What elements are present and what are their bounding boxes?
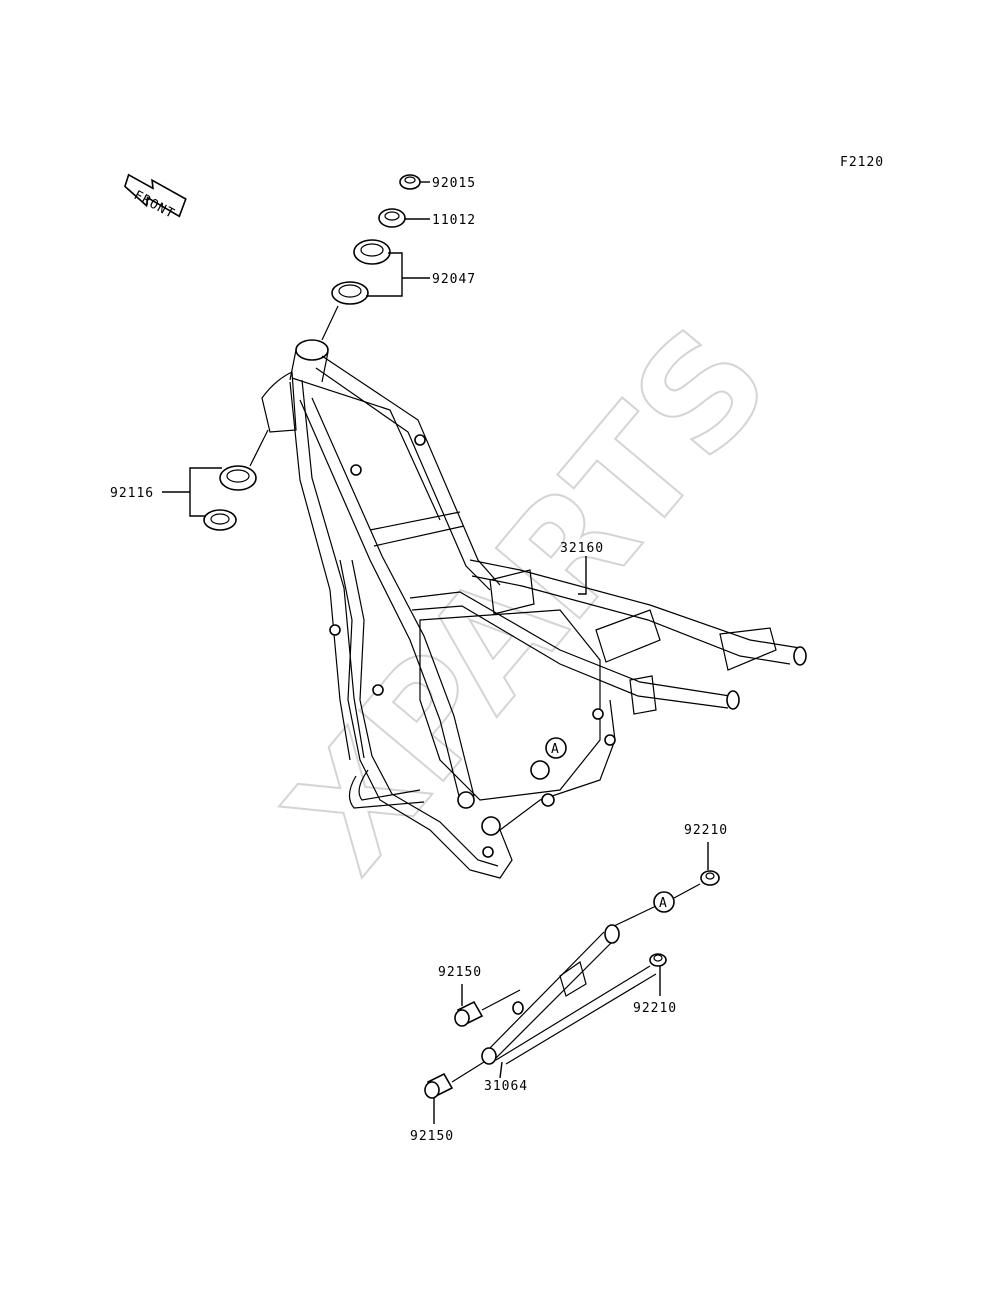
callout-92150-upper: 92150 — [438, 965, 482, 980]
figure-code: F2120 — [840, 155, 884, 170]
ref-marker-a-lower: A — [659, 896, 668, 911]
bracket-31064-drawing — [481, 924, 657, 1065]
watermark: XPARTS — [254, 296, 803, 903]
callout-92015: 92015 — [432, 176, 476, 191]
nut-92210-upper-icon — [700, 870, 720, 886]
callout-32160: 32160 — [560, 541, 604, 556]
ref-marker-a: A — [551, 742, 560, 757]
bearing-92047-icon — [331, 239, 391, 305]
callout-92210-lower: 92210 — [633, 1001, 677, 1016]
callout-11012: 11012 — [432, 213, 476, 228]
frame-32160-drawing: A — [261, 339, 807, 879]
nut-92015-icon — [399, 174, 421, 190]
callout-92047: 92047 — [432, 272, 476, 287]
callout-92150-lower: 92150 — [410, 1129, 454, 1144]
callout-31064: 31064 — [484, 1079, 528, 1094]
washer-11012-icon — [378, 208, 406, 228]
bearing-92116-icon — [203, 465, 257, 531]
callout-92210-upper: 92210 — [684, 823, 728, 838]
collar-92150-lower-icon — [424, 1072, 454, 1099]
collar-92150-upper-icon — [454, 1000, 484, 1027]
callout-92116: 92116 — [110, 486, 154, 501]
front-arrow-icon: FRONT — [124, 173, 187, 222]
nut-92210-lower-icon — [649, 953, 667, 967]
